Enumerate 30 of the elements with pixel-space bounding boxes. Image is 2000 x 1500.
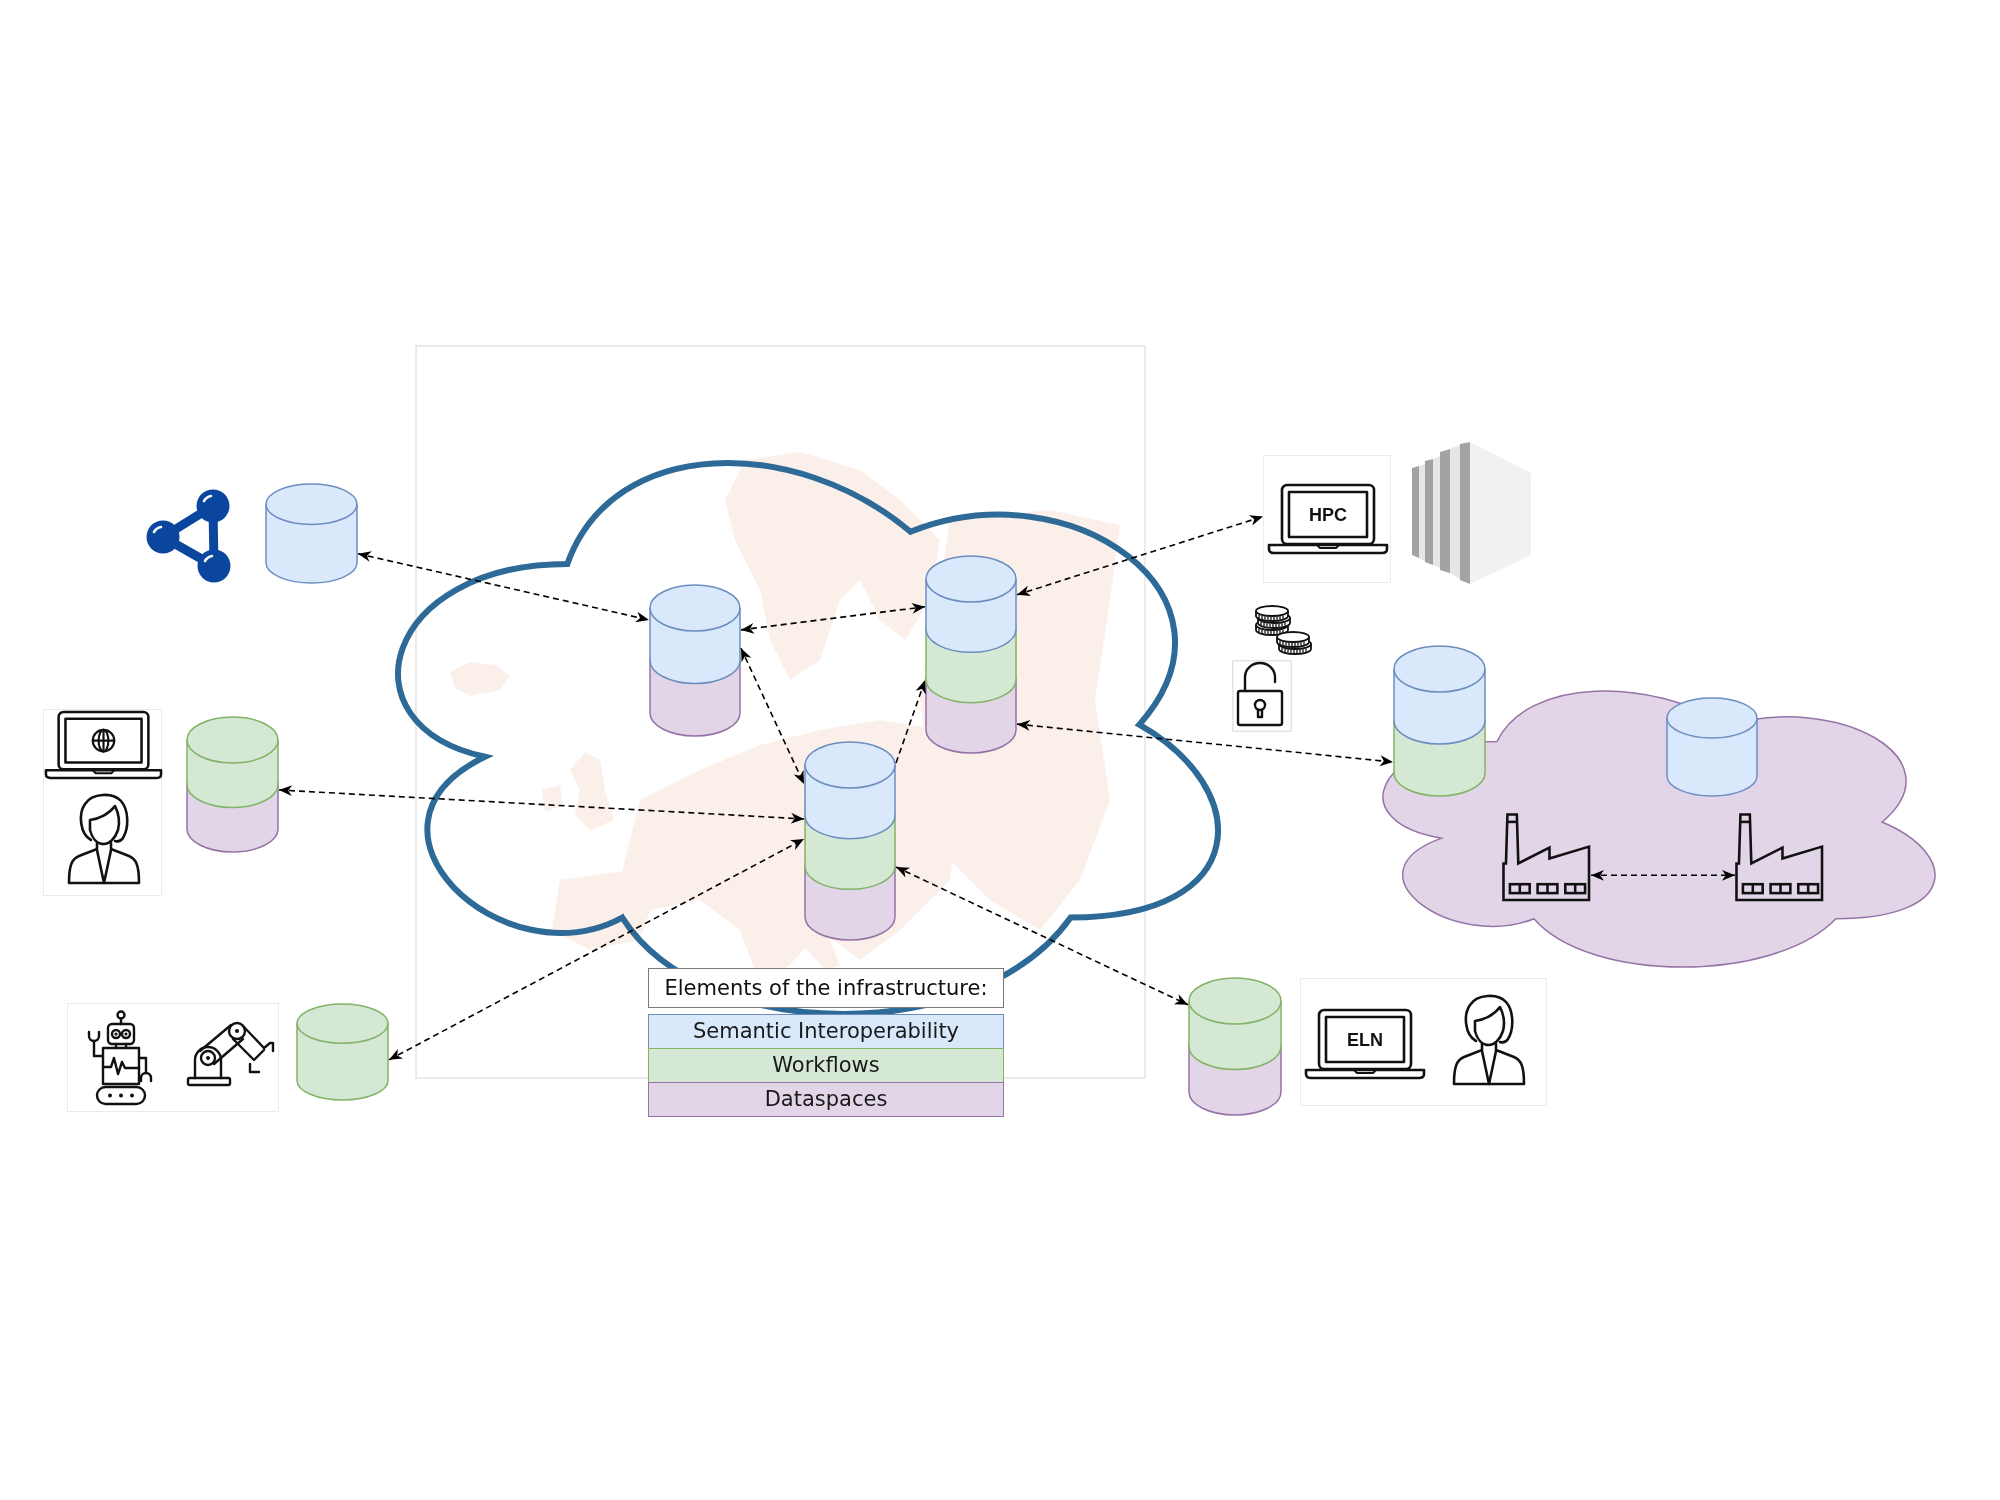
- dashed-arrow: [357, 551, 650, 623]
- database-cylinder: [925, 555, 1017, 754]
- dashed-arrow: [278, 785, 805, 824]
- database-cylinder: [1393, 645, 1486, 797]
- legend-label: Dataspaces: [764, 1087, 888, 1112]
- database-cylinder: [804, 741, 896, 941]
- database-cylinder: [186, 716, 279, 853]
- legend-label: Workflows: [772, 1053, 880, 1078]
- dashed-arrow: [895, 866, 1189, 1006]
- dashed-arrow: [1016, 720, 1394, 767]
- screen-label: ELN: [1347, 1030, 1383, 1049]
- dashed-arrow: [1016, 515, 1264, 596]
- database-cylinder: [265, 483, 358, 584]
- icon-panel: [1263, 455, 1391, 583]
- dashed-arrow: [740, 603, 926, 634]
- database-cylinder: [296, 1003, 389, 1101]
- icon-panel: [1300, 978, 1547, 1106]
- factory-icon: [1502, 813, 1591, 902]
- database-cylinder: [1666, 697, 1758, 797]
- screen-label: HPC: [1309, 505, 1347, 524]
- dashed-arrow: [740, 647, 805, 785]
- database-cylinder: [1188, 977, 1282, 1116]
- legend-title: Elements of the infrastructure:: [648, 968, 1004, 1008]
- legend-label: Semantic Interoperability: [692, 1019, 960, 1044]
- database-cylinder: [649, 584, 741, 737]
- dashed-arrow: [1590, 869, 1736, 881]
- cloud-shape: [1383, 691, 1935, 967]
- dashed-arrow: [895, 679, 926, 764]
- factory-icon: [1735, 813, 1824, 902]
- dashed-arrow: [388, 838, 805, 1061]
